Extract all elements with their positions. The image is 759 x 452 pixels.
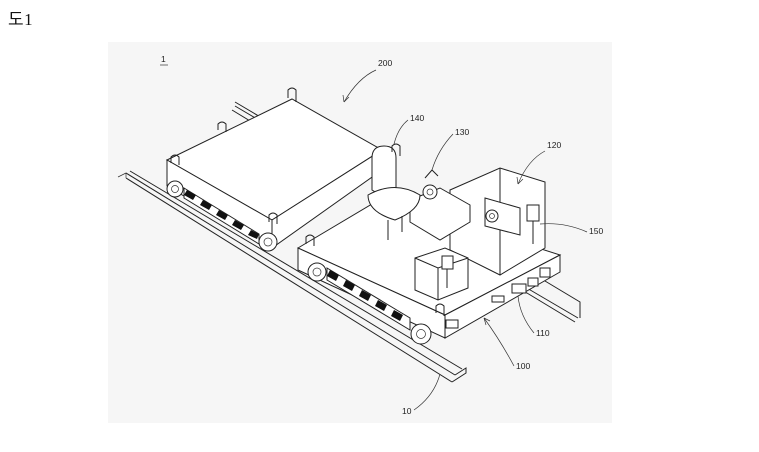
ref-140-leader: [394, 120, 408, 144]
ref-10-label: 10: [402, 406, 412, 416]
ref-140-label: 140: [410, 113, 424, 123]
ref-100-leader: [484, 318, 514, 366]
ref-100-label: 100: [516, 361, 530, 371]
ref-130-leader: [432, 134, 453, 170]
ref-130-label: 130: [455, 127, 469, 137]
ref-10-leader: [414, 374, 440, 410]
ref-200-label: 200: [378, 58, 392, 68]
ref-150-leader: [540, 224, 587, 232]
ref-110-leader: [518, 296, 534, 333]
ref-110-label: 110: [536, 328, 550, 338]
ref-120-label: 120: [547, 140, 561, 150]
ref-1-label: 1: [161, 54, 166, 64]
ref-150-label: 150: [589, 226, 603, 236]
